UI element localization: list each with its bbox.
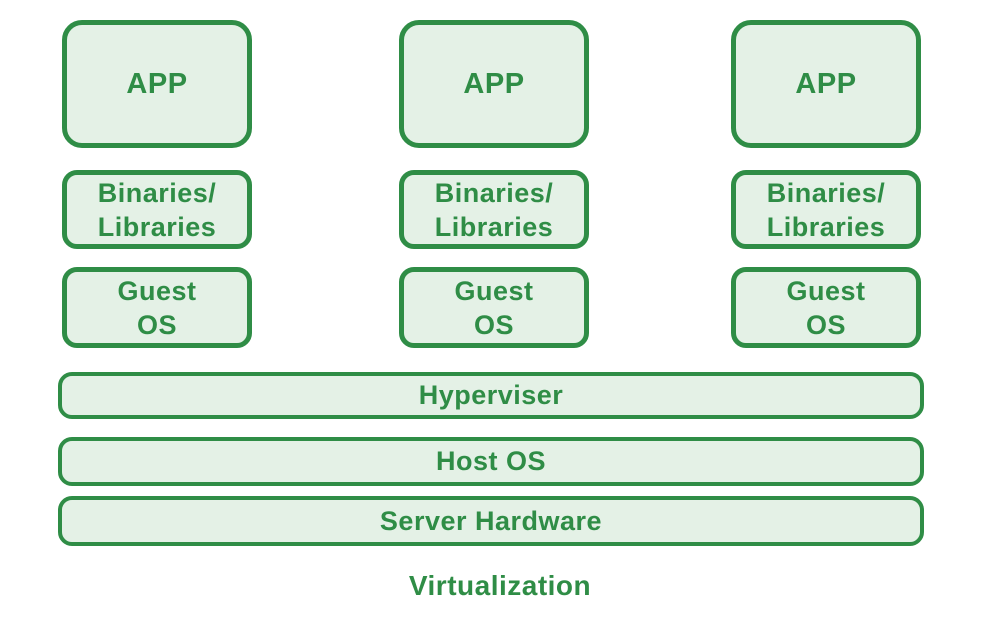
vm1-binaries-box: Binaries/ Libraries	[62, 170, 252, 249]
host-os-layer-label: Host OS	[435, 446, 546, 476]
vm3-binaries-label-line2: Libraries	[766, 211, 886, 242]
vm2-app-box: APP	[399, 20, 589, 148]
vm3-binaries-box: Binaries/ Libraries	[731, 170, 921, 249]
vm1-guest-os-label-line1: Guest	[117, 275, 197, 306]
vm2-binaries-label-line2: Libraries	[434, 211, 554, 242]
vm1-guest-os-box: Guest OS	[62, 267, 252, 348]
vm2-guest-os-label-line2: OS	[473, 309, 514, 340]
vm2-binaries-label-line1: Binaries/	[434, 177, 554, 208]
vm2-binaries-box: Binaries/ Libraries	[399, 170, 589, 249]
server-hardware-layer-label: Server Hardware	[379, 505, 603, 536]
vm1-guest-os-label-line2: OS	[136, 309, 177, 340]
vm2-app-label: APP	[463, 67, 525, 100]
vm3-app-label: APP	[795, 67, 857, 100]
vm3-guest-os-box: Guest OS	[731, 267, 921, 348]
server-hardware-layer-box: Server Hardware	[58, 496, 924, 546]
vm1-app-box: APP	[62, 20, 252, 148]
vm3-guest-os-label-line2: OS	[805, 309, 846, 340]
hypervisor-layer-label: Hyperviser	[418, 380, 564, 410]
hypervisor-layer-box: Hyperviser	[58, 372, 924, 419]
host-os-layer-box: Host OS	[58, 437, 924, 486]
diagram-title: Virtualization	[408, 570, 592, 601]
vm3-binaries-label-line1: Binaries/	[766, 177, 886, 208]
vm1-binaries-label-line2: Libraries	[97, 211, 217, 242]
vm3-app-box: APP	[731, 20, 921, 148]
vm1-app-label: APP	[126, 67, 188, 100]
vm3-guest-os-label-line1: Guest	[786, 275, 866, 306]
vm2-guest-os-label-line1: Guest	[454, 275, 534, 306]
vm2-guest-os-box: Guest OS	[399, 267, 589, 348]
vm1-binaries-label-line1: Binaries/	[97, 177, 217, 208]
